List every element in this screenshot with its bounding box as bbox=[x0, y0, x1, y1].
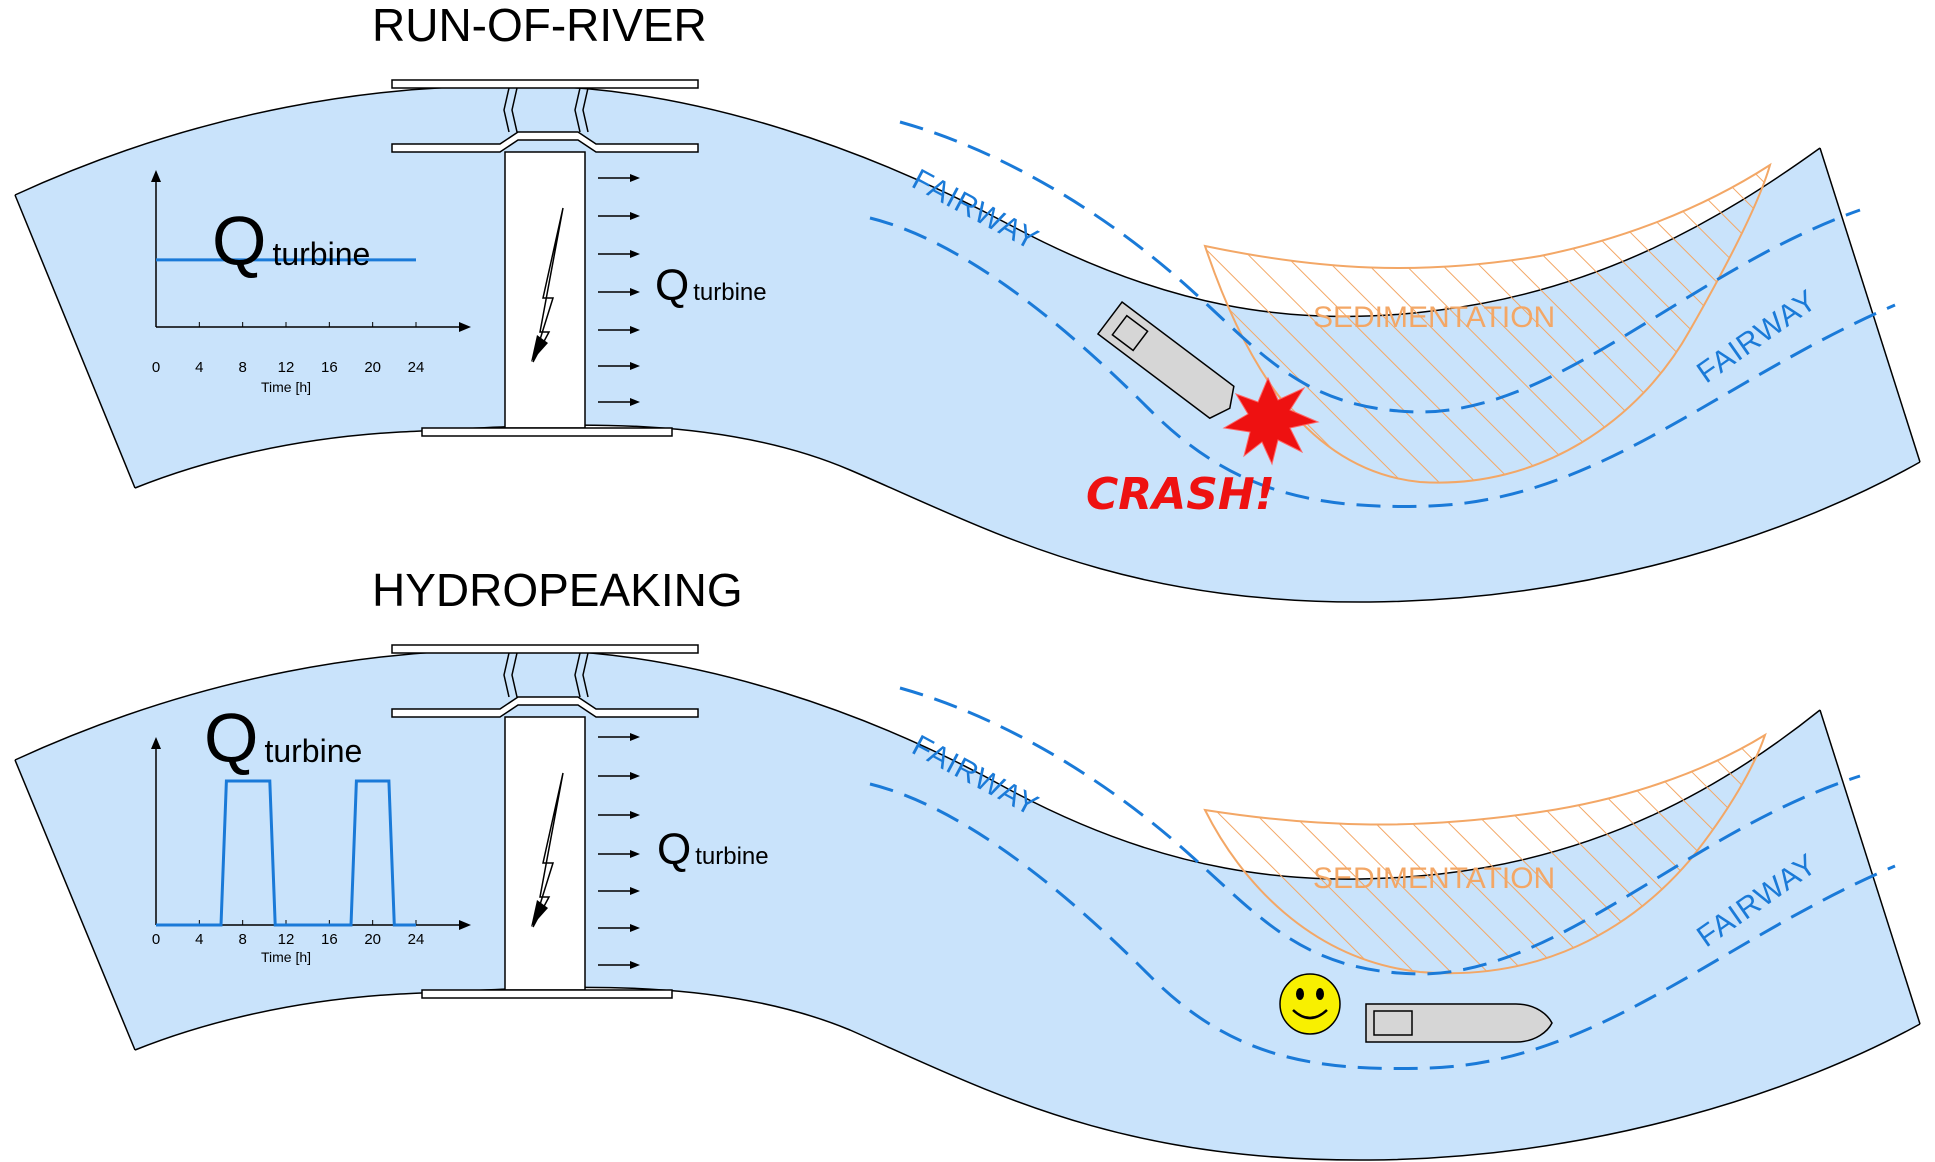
dam-piers bbox=[503, 652, 589, 698]
flow-q-symbol: Q bbox=[655, 261, 689, 310]
chart-x-tick-label: 16 bbox=[321, 931, 338, 948]
chart-x-axis-label: Time [h] bbox=[261, 949, 311, 965]
ship-safe bbox=[1365, 1003, 1553, 1043]
discharge-arrowhead bbox=[630, 811, 640, 819]
lightning-bolt-icon bbox=[532, 772, 564, 928]
chart-x-arrowhead bbox=[459, 322, 471, 332]
discharge-arrowhead bbox=[630, 174, 640, 182]
chart-x-tick-label: 0 bbox=[152, 359, 160, 376]
discharge-arrowhead bbox=[630, 733, 640, 741]
ship-grounded bbox=[1096, 300, 1235, 420]
discharge-arrowhead bbox=[630, 887, 640, 895]
fairway-line-upper bbox=[899, 120, 1861, 414]
chart-x-tick-label: 24 bbox=[408, 359, 425, 376]
chart-x-tick-label: 0 bbox=[152, 931, 160, 948]
discharge-arrowhead bbox=[630, 326, 640, 334]
chart-x-tick-label: 4 bbox=[195, 359, 203, 376]
river-edge-left bbox=[14, 759, 136, 1051]
panel-title: HYDROPEAKING bbox=[372, 564, 743, 616]
chart-x-axis-label: Time [h] bbox=[261, 379, 311, 395]
flow-q-symbol: Q bbox=[657, 825, 691, 874]
panel-title: RUN-OF-RIVER bbox=[372, 0, 707, 51]
chart-x-arrowhead bbox=[459, 920, 471, 930]
lightning-bolt-tip-icon bbox=[531, 900, 548, 927]
discharge-arrowhead bbox=[630, 288, 640, 296]
lightning-bolt-tip-icon bbox=[531, 335, 548, 362]
dam-piers bbox=[503, 87, 589, 133]
discharge-arrows bbox=[598, 733, 640, 969]
chart-x-tick-label: 20 bbox=[364, 931, 381, 948]
dam-bridge-deck bbox=[391, 79, 699, 89]
explosion-star-icon bbox=[1222, 376, 1320, 466]
smiley-face-icon bbox=[1279, 973, 1341, 1035]
flow-q-subscript: turbine bbox=[693, 279, 766, 306]
ship-cabin bbox=[1373, 1010, 1413, 1036]
dam-crest bbox=[391, 131, 699, 153]
sedimentation-zone bbox=[1203, 162, 1772, 484]
discharge-arrowhead bbox=[630, 250, 640, 258]
chart-x-tick-label: 20 bbox=[364, 359, 381, 376]
chart-x-tick-label: 12 bbox=[278, 359, 295, 376]
lightning-bolt-icon bbox=[532, 207, 564, 363]
discharge-arrowhead bbox=[630, 212, 640, 220]
river-edge-left bbox=[14, 194, 136, 489]
chart-series-line bbox=[156, 779, 416, 927]
crash-label: CRASH! bbox=[1086, 469, 1275, 520]
dam-structure bbox=[391, 644, 699, 999]
sedimentation-zone bbox=[1203, 732, 1767, 975]
river-bank-bottom bbox=[134, 424, 1921, 603]
dam-sill bbox=[421, 427, 673, 437]
river-edge-right bbox=[1819, 147, 1921, 463]
smiley-face bbox=[1279, 973, 1341, 1035]
sedimentation-label: SEDIMENTATION bbox=[1313, 301, 1555, 334]
river-edge-right bbox=[1819, 709, 1921, 1025]
discharge-arrowhead bbox=[630, 362, 640, 370]
discharge-arrowhead bbox=[630, 924, 640, 932]
smiley-eye-right bbox=[1316, 988, 1324, 1000]
discharge-arrowhead bbox=[630, 961, 640, 969]
river-bank-bottom bbox=[134, 986, 1921, 1161]
chart-q-subscript: turbine bbox=[272, 236, 370, 272]
dam-structure bbox=[391, 79, 699, 437]
discharge-arrowhead bbox=[630, 850, 640, 858]
chart-x-tick-label: 8 bbox=[238, 931, 246, 948]
dam-sill bbox=[421, 989, 673, 999]
chart-y-arrowhead bbox=[151, 737, 161, 749]
chart-q-subscript: turbine bbox=[264, 733, 362, 769]
chart-x-tick-label: 24 bbox=[408, 931, 425, 948]
chart-q-symbol: Q bbox=[212, 202, 266, 280]
chart-x-tick-label: 16 bbox=[321, 359, 338, 376]
flow-q-subscript: turbine bbox=[695, 843, 768, 870]
discharge-arrowhead bbox=[630, 398, 640, 406]
smiley-mouth bbox=[1292, 1009, 1328, 1020]
smiley-eye-left bbox=[1296, 988, 1304, 1000]
dam-bridge-deck bbox=[391, 644, 699, 654]
chart-x-tick-label: 4 bbox=[195, 931, 203, 948]
discharge-arrowhead bbox=[630, 772, 640, 780]
chart-y-arrowhead bbox=[151, 170, 161, 182]
dam-crest bbox=[391, 696, 699, 718]
discharge-arrows bbox=[598, 174, 640, 406]
ship-cabin bbox=[1111, 314, 1149, 352]
sedimentation-label: SEDIMENTATION bbox=[1313, 862, 1555, 895]
chart-x-tick-label: 12 bbox=[278, 931, 295, 948]
chart-q-symbol: Q bbox=[204, 699, 258, 777]
fairway-line-upper bbox=[899, 686, 1861, 976]
chart-x-tick-label: 8 bbox=[238, 359, 246, 376]
